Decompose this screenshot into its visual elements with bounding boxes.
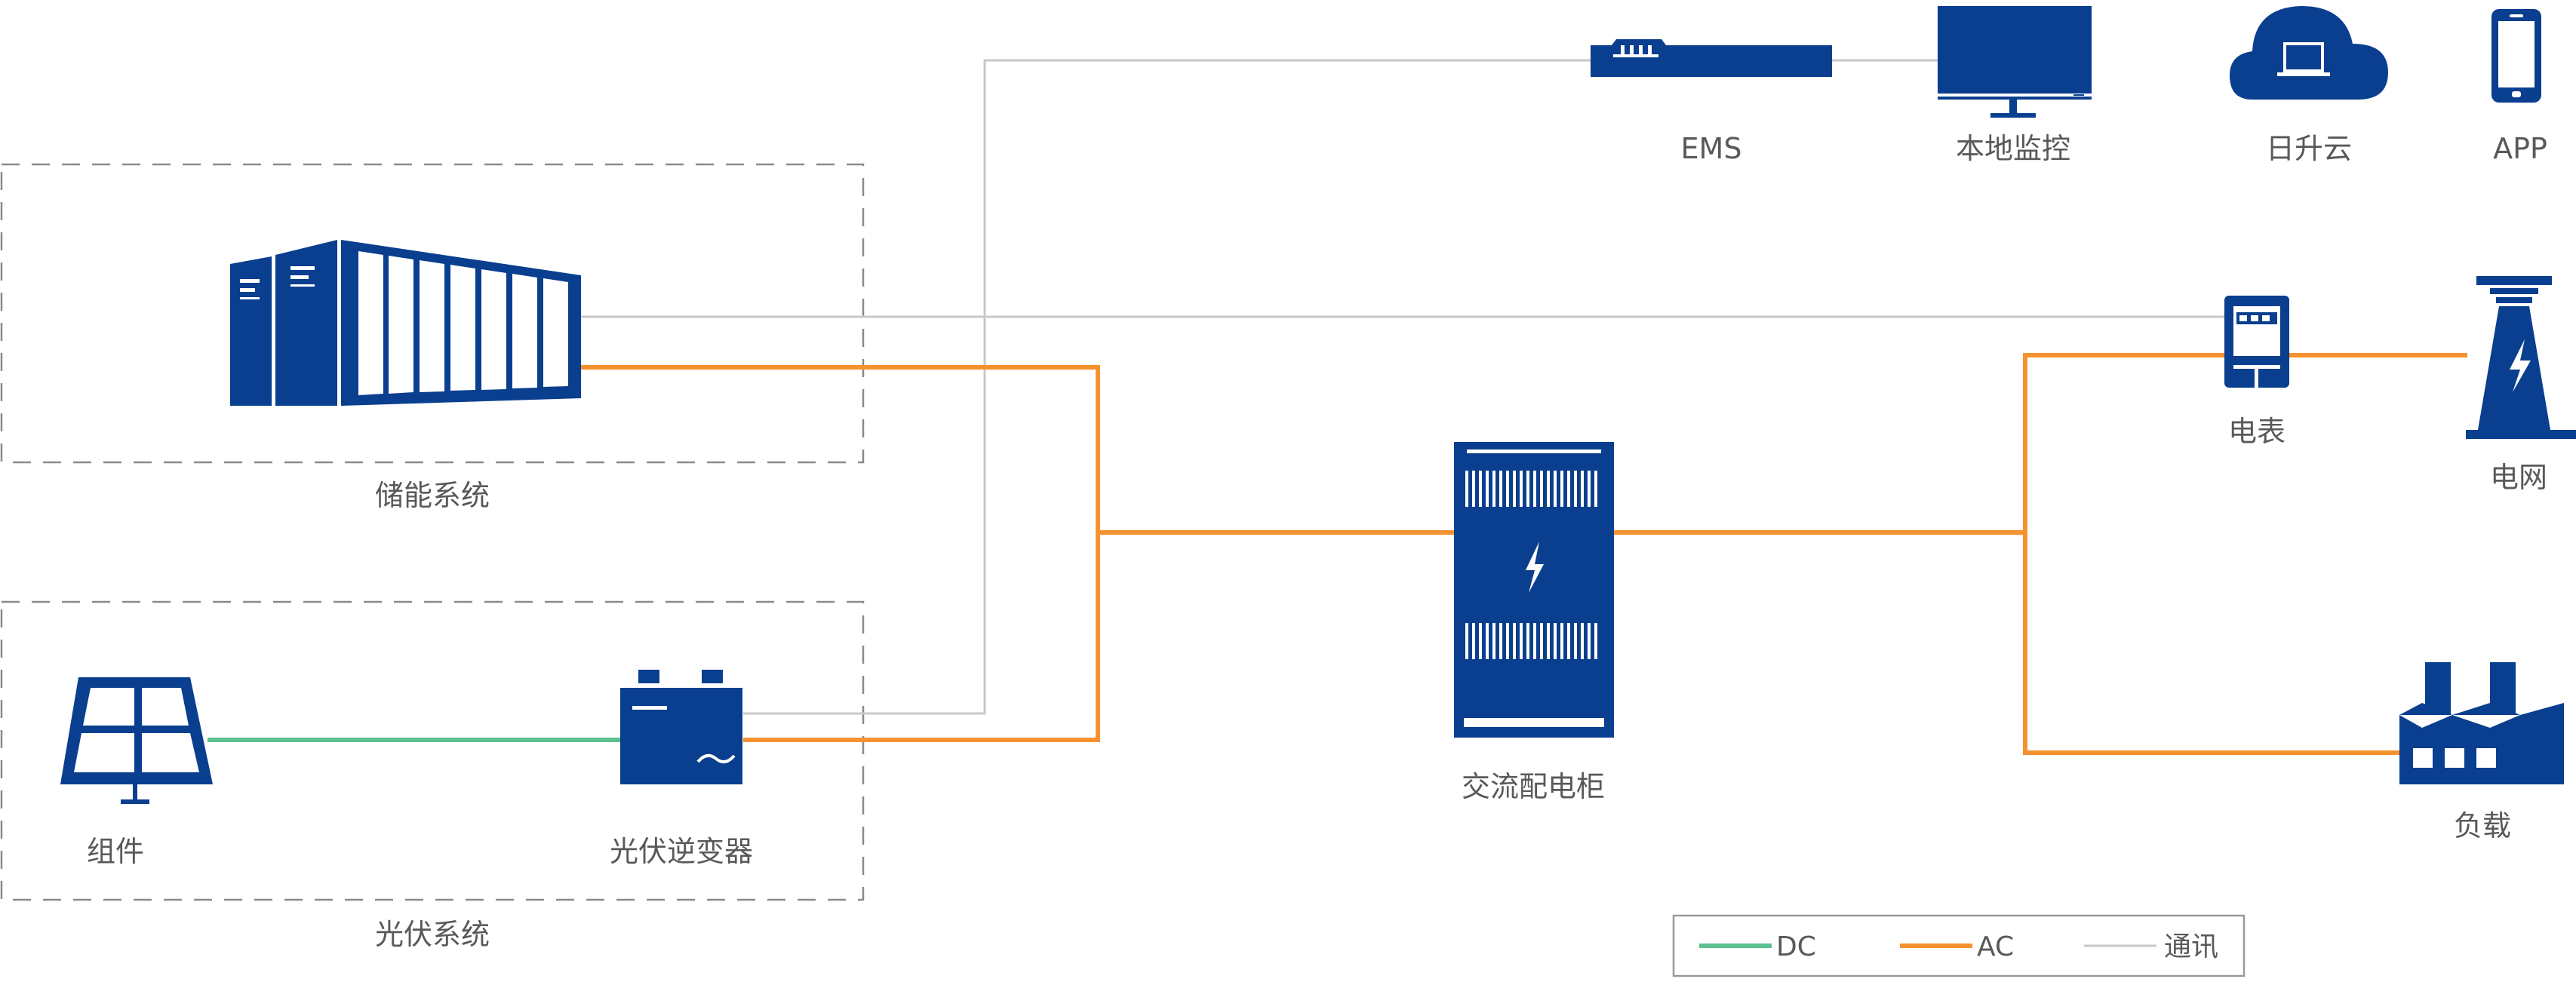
inverter-icon: [620, 670, 742, 784]
storage-system-box: [0, 163, 865, 464]
pv-system-box: [0, 600, 865, 901]
monitor-icon: [1938, 6, 2092, 118]
ac-lines: [581, 353, 2467, 755]
vent-bottom: [1465, 623, 1597, 659]
phone-icon: [2491, 9, 2541, 103]
legend-dc-label: DC: [1776, 931, 1816, 962]
ac-cabinet-label: 交流配电柜: [1462, 770, 1605, 803]
solar-panel-icon: [60, 677, 213, 804]
storage-system-label: 储能系统: [375, 479, 490, 512]
legend-ac-label: AC: [1977, 931, 2014, 962]
vent-top: [1465, 471, 1597, 507]
ac-cabinet-icon: [1454, 442, 1614, 738]
comm-lines: [581, 59, 2226, 715]
legend-comm-label: 通讯: [2164, 931, 2218, 962]
app-label: APP: [2493, 132, 2547, 165]
meter-label: 电表: [2228, 415, 2286, 448]
ems-label: EMS: [1681, 132, 1742, 165]
legend: DC AC 通讯: [1672, 914, 2246, 977]
module-label: 组件: [87, 835, 144, 868]
cloud-label: 日升云: [2266, 132, 2352, 165]
grid-tower-icon: [2466, 276, 2576, 439]
pv-system-label: 光伏系统: [375, 918, 490, 951]
ems-device-icon: [1591, 39, 1832, 77]
load-label: 负载: [2454, 809, 2511, 842]
lightning-icon: [1526, 542, 1544, 593]
cloud-icon: [2230, 6, 2388, 100]
meter-icon: [2224, 296, 2289, 388]
inverter-label: 光伏逆变器: [610, 835, 753, 868]
storage-container-icon: [230, 240, 581, 406]
grid-label: 电网: [2490, 461, 2547, 494]
comm-line-inverter-ems: [743, 59, 1591, 715]
local-monitor-label: 本地监控: [1956, 132, 2070, 165]
ac-line-storage: [581, 365, 1100, 742]
factory-icon: [2399, 662, 2564, 784]
